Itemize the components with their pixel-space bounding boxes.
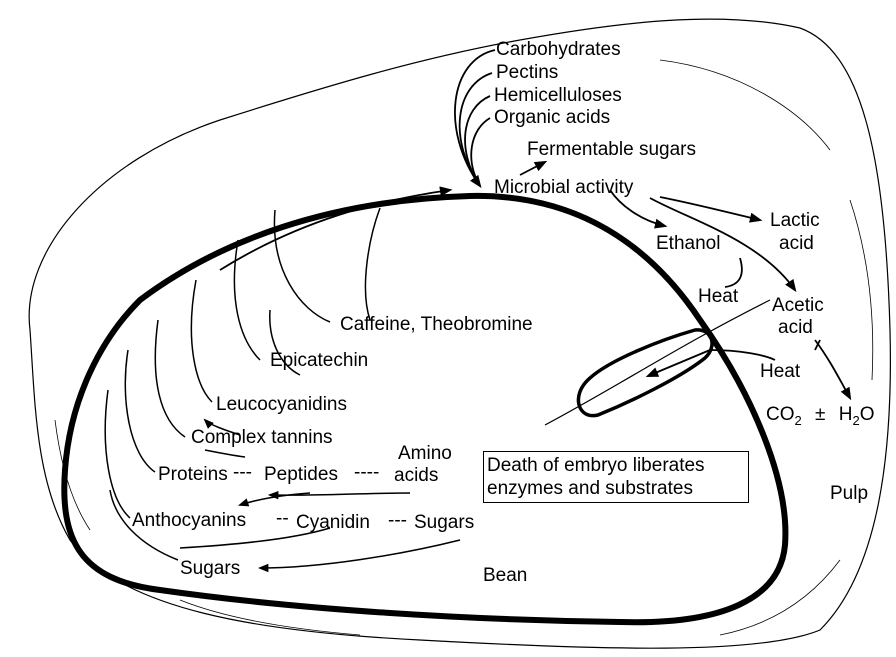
label-caffeine: Caffeine, Theobromine — [340, 315, 533, 334]
h2o-subscript: 2 — [852, 413, 859, 428]
h2o-end: O — [860, 404, 875, 425]
label-leucocyanidins: Leucocyanidins — [216, 395, 347, 414]
embryo-note-line2: enzymes and substrates — [487, 477, 748, 500]
embryo-note-line1: Death of embryo liberates — [487, 454, 748, 477]
label-cyanidin: Cyanidin — [296, 513, 370, 532]
embryo-axis — [545, 300, 770, 425]
co2-text: CO — [766, 404, 795, 425]
label-amino: Amino — [398, 444, 452, 463]
label-co2-h2o: CO2 ± H2O — [766, 405, 874, 427]
co2-subscript: 2 — [795, 413, 802, 428]
label-heat-acetic: Heat — [760, 362, 800, 381]
pulp-hatching — [55, 60, 873, 635]
label-acetic-acid: acid — [778, 318, 813, 337]
label-pectins: Pectins — [496, 63, 558, 82]
label-sugars-right: Sugars — [414, 513, 474, 532]
label-fermentable-sugars: Fermentable sugars — [527, 140, 696, 159]
label-amino-acids: acids — [394, 466, 438, 485]
label-organic-acids: Organic acids — [494, 108, 610, 127]
dash-proteins-peptides: --- — [233, 463, 252, 482]
embryo-note-box: Death of embryo liberates enzymes and su… — [483, 451, 749, 503]
label-acetic: Acetic — [772, 296, 824, 315]
label-hemicelluloses: Hemicelluloses — [494, 86, 622, 105]
label-bean: Bean — [483, 566, 527, 585]
label-lactic-acid: acid — [779, 234, 814, 253]
embryo-outline — [578, 330, 712, 416]
label-microbial-activity: Microbial activity — [494, 178, 633, 197]
label-anthocyanins: Anthocyanins — [132, 511, 246, 530]
label-ethanol: Ethanol — [656, 234, 720, 253]
dash-peptides-amino: ---- — [354, 463, 379, 482]
dash-anthocyanins-cyanidin: -- — [276, 509, 289, 528]
label-lactic: Lactic — [770, 211, 820, 230]
label-epicatechin: Epicatechin — [270, 351, 368, 370]
label-sugars-bottom: Sugars — [180, 559, 240, 578]
dash-cyanidin-sugars: --- — [388, 511, 407, 530]
label-peptides: Peptides — [264, 465, 338, 484]
label-carbohydrates: Carbohydrates — [496, 40, 621, 59]
label-pulp: Pulp — [830, 484, 868, 503]
plus-minus: ± — [815, 404, 825, 425]
label-heat-ethanol: Heat — [698, 287, 738, 306]
h2o-text: H — [839, 404, 853, 425]
label-complex-tannins: Complex tannins — [191, 428, 333, 447]
label-proteins: Proteins — [158, 465, 228, 484]
inputs-arrows — [455, 50, 495, 186]
